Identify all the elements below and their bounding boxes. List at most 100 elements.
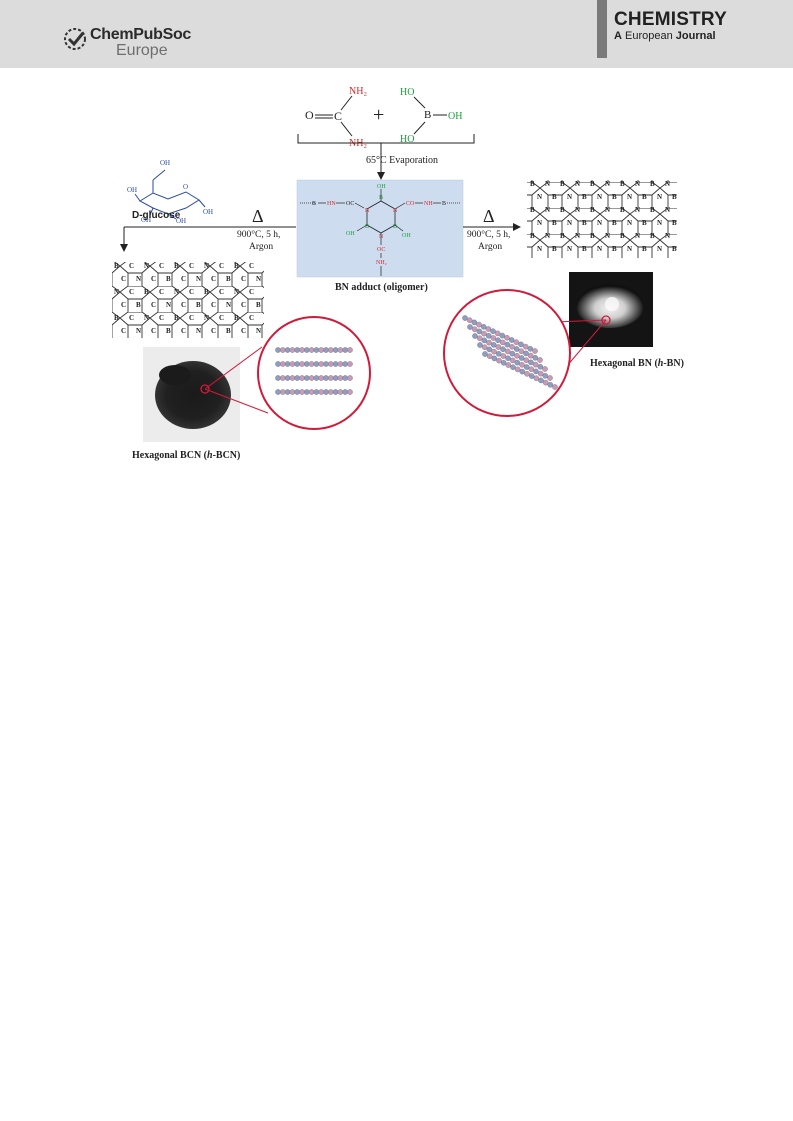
sheet-atom xyxy=(486,353,493,359)
glucose-oh-lower-left: OH xyxy=(141,216,151,224)
lattice-atom-label: B xyxy=(552,245,557,253)
lattice-atom-label: N xyxy=(605,232,610,240)
sheet-atom xyxy=(490,342,497,348)
sheet-atom xyxy=(547,382,554,388)
sheet-atom xyxy=(275,361,281,367)
sheet-atom xyxy=(289,389,296,395)
sheet-atom xyxy=(466,317,473,323)
lattice-atom-label: N xyxy=(635,180,640,188)
sheet-atom xyxy=(490,335,497,341)
bn-adduct-box xyxy=(296,179,464,278)
svg-text:N: N xyxy=(393,208,398,214)
lattice-atom-label: N xyxy=(144,314,149,322)
svg-text:NH₂: NH₂ xyxy=(376,260,387,266)
lattice-atom-label: C xyxy=(241,275,246,283)
sheet-atom xyxy=(547,375,553,381)
lattice-atom-label: C xyxy=(189,314,194,322)
lattice-atom-label: N xyxy=(545,180,550,188)
sheet-atom xyxy=(323,375,329,381)
lattice-atom-label: B xyxy=(234,314,239,322)
sheet-atom xyxy=(519,362,525,368)
lattice-atom-label: N xyxy=(204,262,209,270)
sheet-atom xyxy=(509,344,515,350)
sheet-atom xyxy=(522,343,529,350)
sheet-atom xyxy=(318,361,324,367)
svg-text:HN: HN xyxy=(327,201,336,207)
lattice-atom-label: C xyxy=(151,301,156,309)
journal-word: Journal xyxy=(675,30,716,42)
sheet-atom xyxy=(519,368,526,375)
sheet-atom xyxy=(323,361,329,367)
lattice-atom-label: N xyxy=(627,219,632,227)
sheet-atom xyxy=(480,324,487,330)
sheet-atom xyxy=(280,361,286,367)
sheet-atom xyxy=(481,330,487,337)
sheet-atom xyxy=(308,389,315,395)
sheet-atom xyxy=(528,359,534,366)
sheet-atom xyxy=(304,361,310,367)
lattice-atom-label: C xyxy=(249,288,254,296)
urea-oxygen-label: O xyxy=(305,108,314,122)
sheet-atom xyxy=(294,361,300,367)
sheet-atom xyxy=(514,366,521,373)
lattice-atom-label: N xyxy=(114,288,119,296)
sheet-atom xyxy=(337,389,344,395)
sheet-atom xyxy=(313,375,320,381)
chempubsoc-emblem-icon xyxy=(64,28,86,50)
sheet-atom xyxy=(308,375,315,381)
sheet-atom xyxy=(308,361,315,367)
lattice-atom-label: B xyxy=(114,262,119,270)
lattice-atom-label: B xyxy=(530,180,535,188)
lattice-atom-label: B xyxy=(226,275,231,283)
sheet-atom xyxy=(467,324,473,330)
lattice-atom-label: B xyxy=(642,245,647,253)
lattice-atom-label: C xyxy=(241,327,246,335)
left-heat-delta: Δ xyxy=(252,206,264,226)
svg-text:N: N xyxy=(365,208,370,214)
lattice-atom-label: C xyxy=(181,327,186,335)
lattice-atom-label: B xyxy=(582,245,587,253)
lattice-atom-label: B xyxy=(560,180,565,188)
sheet-atom xyxy=(347,389,353,395)
lattice-atom-label: N xyxy=(605,206,610,214)
sheet-atom xyxy=(476,321,482,328)
lattice-atom-label: B xyxy=(256,301,261,309)
lattice-atom-label: N xyxy=(575,206,580,214)
sheet-atom xyxy=(482,351,488,357)
boric-ho-top: HO xyxy=(400,87,414,98)
sheet-atom xyxy=(476,335,483,341)
hbcn-label: Hexagonal BCN (h-BCN) xyxy=(132,450,240,461)
sheet-atom xyxy=(304,389,310,395)
plus-sign: + xyxy=(373,104,384,126)
sheet-atom xyxy=(524,371,530,377)
sheet-atom xyxy=(504,348,511,355)
sheet-atom xyxy=(342,375,348,381)
sheet-atom xyxy=(537,364,544,370)
svg-text:B: B xyxy=(365,224,369,230)
lattice-atom-label: B xyxy=(612,245,617,253)
lattice-atom-label: N xyxy=(196,275,201,283)
sheet-atom xyxy=(552,384,558,390)
lattice-atom-label: N xyxy=(567,245,572,253)
lattice-atom-label: N xyxy=(567,219,572,227)
glucose-ring-oxygen: O xyxy=(183,183,188,191)
lattice-atom-label: C xyxy=(211,327,216,335)
sheet-atom xyxy=(289,347,296,353)
lattice-atom-label: B xyxy=(234,262,239,270)
lattice-atom-label: B xyxy=(620,180,625,188)
svg-text:NH: NH xyxy=(424,201,433,207)
lattice-atom-label: N xyxy=(567,193,572,201)
lattice-atom-label: N xyxy=(597,193,602,201)
svg-text:B: B xyxy=(442,201,446,207)
sheet-atom xyxy=(523,364,530,370)
glucose-oh-right: OH xyxy=(203,208,213,216)
glucose-oh-bottom: OH xyxy=(176,217,186,225)
sheet-atom xyxy=(538,377,544,384)
sheet-atom xyxy=(495,337,501,343)
sheet-atom xyxy=(275,389,281,395)
lattice-atom-label: N xyxy=(665,232,670,240)
sheet-atom xyxy=(523,350,529,357)
sheet-atom xyxy=(471,319,478,326)
journal-title: CHEMISTRY xyxy=(614,9,727,30)
